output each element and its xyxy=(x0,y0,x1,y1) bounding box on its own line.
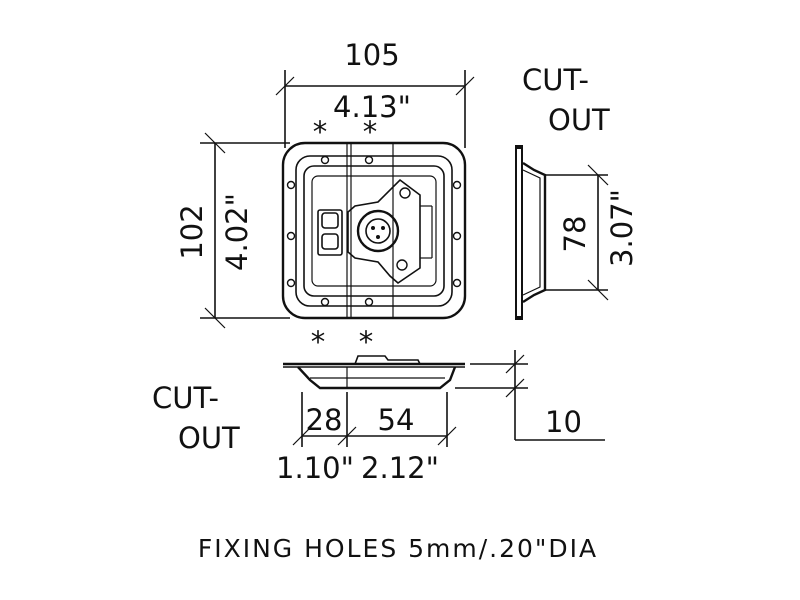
right-mm-label: 54 xyxy=(378,403,415,437)
top-left-asterisk: * xyxy=(313,115,328,149)
height-in-label: 4.02" xyxy=(220,193,254,271)
top-right-asterisk: * xyxy=(363,115,378,149)
fixing-hole xyxy=(320,155,330,165)
width-dimension: 105 4.13" xyxy=(275,38,475,148)
depth-dimension: 10 xyxy=(455,350,605,441)
width-mm-label: 105 xyxy=(344,38,399,72)
fixing-hole xyxy=(286,231,296,241)
latch-bottom-view xyxy=(283,355,465,390)
fixing-hole xyxy=(364,155,374,165)
fixing-hole xyxy=(286,278,296,288)
fixing-hole xyxy=(286,180,296,190)
right-in-label: 2.12" xyxy=(361,451,439,485)
fixing-hole xyxy=(452,180,462,190)
fixing-holes-note: FIXING HOLES 5mm/.20"DIA xyxy=(198,534,598,563)
cutout-left-label-line1: CUT- xyxy=(152,381,219,415)
cutout-height-in-label: 3.07" xyxy=(605,189,639,267)
left-in-label: 1.10" xyxy=(276,451,354,485)
cutout-height-mm-label: 78 xyxy=(558,216,592,253)
cutout-left-label-line2: OUT xyxy=(178,421,240,455)
height-dimension: 102 4.02" xyxy=(175,132,290,329)
latch-front-view xyxy=(281,141,467,320)
depth-mm-label: 10 xyxy=(545,405,582,439)
left-mm-label: 28 xyxy=(306,403,343,437)
fixing-hole xyxy=(364,297,374,307)
fixing-hole xyxy=(320,297,330,307)
bottom-dimensions: 28 54 1.10" 2.12" xyxy=(276,392,457,485)
latch-side-view xyxy=(515,145,547,320)
height-mm-label: 102 xyxy=(175,204,209,259)
cutout-height-dimension: 78 3.07" xyxy=(545,164,639,301)
cutout-right-label-line1: CUT- xyxy=(522,63,589,97)
bottom-left-asterisk: * xyxy=(311,325,326,359)
fixing-hole xyxy=(452,231,462,241)
cutout-right-label-line2: OUT xyxy=(548,103,610,137)
bottom-right-asterisk: * xyxy=(359,325,374,359)
width-in-label: 4.13" xyxy=(333,90,411,124)
fixing-hole xyxy=(452,278,462,288)
